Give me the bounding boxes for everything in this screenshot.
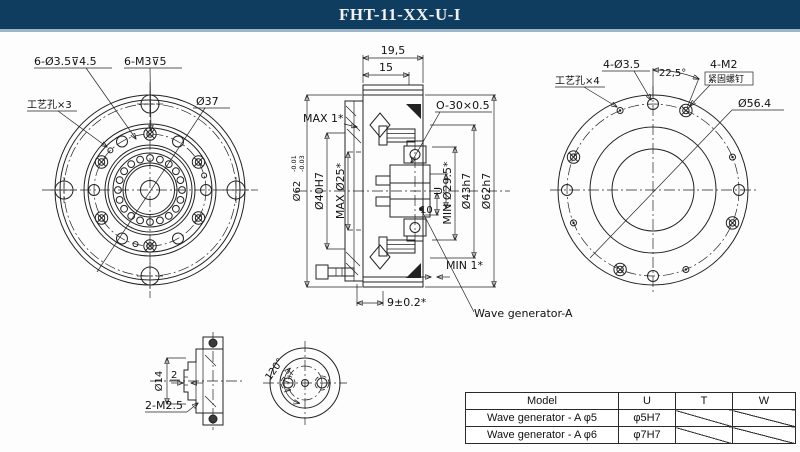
section-view: 19,5 15 Ø62 -0.01 -0.03 Ø40H7 MAX Ø25* M… (290, 44, 573, 320)
process-holes-4 (570, 107, 736, 273)
spec-table: Model U T W Wave generator - A φ5 φ5H7 W… (465, 392, 796, 444)
dim-d62: Ø62 (291, 181, 303, 202)
dim-d62-tol-upper: -0.01 (290, 155, 298, 172)
label-max1: MAX 1* (303, 112, 344, 125)
dim-max-d25: MAX Ø25* (334, 162, 347, 219)
dim-9: 9±0.2* (387, 296, 427, 309)
spec-table-row: Wave generator - A φ5 φ5H7 (465, 409, 796, 427)
dim-d43h7: Ø43h7 (460, 173, 473, 210)
cell-model-1: Wave generator - A φ5 (465, 409, 619, 427)
label-screws-cn: 紧固螺钉 (708, 74, 744, 85)
col-header-w: W (732, 392, 796, 410)
cell-w-1-na (732, 409, 796, 427)
label-holes-4: 4-Ø3.5 (603, 58, 640, 71)
callout-wave-generator: Wave generator-A (474, 307, 573, 320)
label-process-holes-3: 工艺孔×3 (27, 99, 72, 111)
drawing-title: FHT-11-XX-U-I (338, 4, 462, 24)
dim-2: 2 (171, 370, 177, 381)
label-counterbores: 6-Ø3.5⊽4.5 (34, 55, 97, 68)
detail-section-view: Ø14 2 2-M2.5 (145, 332, 245, 430)
cell-u-1: φ5H7 (618, 409, 676, 427)
dim-d40h7: Ø40H7 (313, 172, 326, 210)
rear-view: Ø56.4 22,5° 4-Ø3.5 工艺孔×4 4-M2 紧固螺钉 (550, 58, 784, 294)
dim-d14: Ø14 (153, 371, 165, 392)
dim-d62-tol-lower: -0.03 (298, 155, 306, 172)
col-header-model: Model (465, 392, 619, 410)
front-view: 6-Ø3.5⊽4.5 6-M3⊽5 Ø37 工艺孔×3 (27, 55, 258, 298)
dim-d62h7: Ø62h7 (480, 173, 493, 210)
cell-t-1-na (675, 409, 733, 427)
col-header-t: T (675, 392, 733, 410)
cell-w-2-na (732, 426, 796, 444)
spec-table-header-row: Model U T W (465, 392, 796, 410)
label-taps: 6-M3⊽5 (124, 55, 167, 68)
label-screws: 4-M2 (710, 58, 737, 71)
label-dia37: Ø37 (196, 95, 219, 108)
dim-angle-225: 22,5° (659, 68, 686, 79)
label-tap-2m25: 2-M2.5 (145, 399, 183, 412)
cell-model-2: Wave generator - A φ6 (465, 426, 619, 444)
label-min1: MIN 1* (446, 259, 483, 272)
title-bar: FHT-11-XX-U-I (0, 0, 800, 32)
bearing-balls (114, 154, 186, 226)
dim-10: 10 (420, 205, 433, 216)
spec-table-row: Wave generator - A φ6 φ7H7 (465, 426, 796, 444)
cell-t-2-na (675, 426, 733, 444)
label-oring: O-30×0.5 (436, 99, 490, 112)
detail-face-view: 120° (263, 341, 347, 425)
dim-bcd: Ø56.4 (738, 97, 771, 110)
dim-15: 15 (379, 61, 393, 74)
dim-19-5: 19,5 (381, 44, 406, 57)
dim-u: U (432, 187, 445, 195)
cell-u-2: φ7H7 (618, 426, 676, 444)
label-process-holes-4: 工艺孔×4 (555, 75, 600, 87)
col-header-u: U (618, 392, 676, 410)
